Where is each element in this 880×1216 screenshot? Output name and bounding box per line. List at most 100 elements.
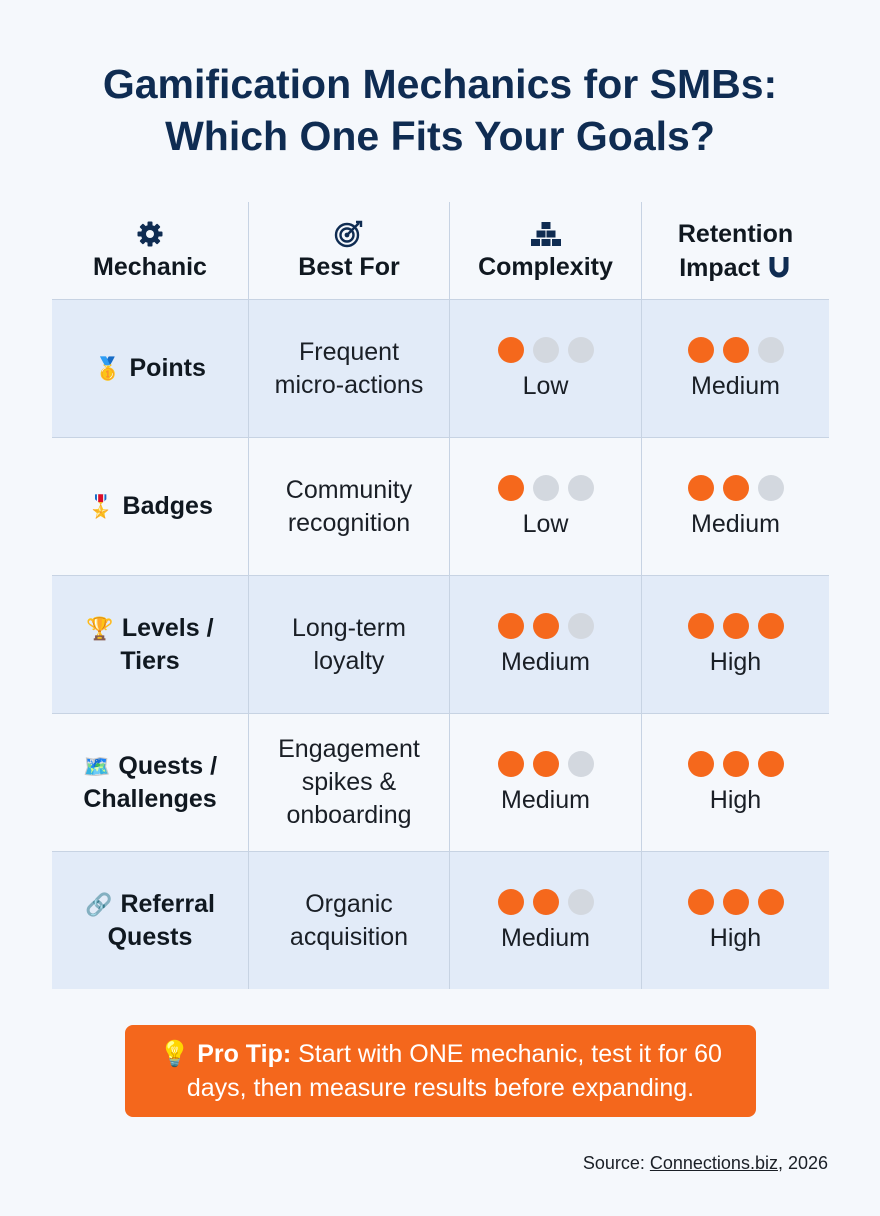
- rating-dot-filled: [532, 888, 559, 915]
- retention-cell: Medium: [642, 300, 829, 437]
- rating-dot-empty: [567, 336, 594, 363]
- rating-dot-filled: [757, 750, 784, 777]
- retention-dots: [687, 888, 784, 915]
- complexity-dots: [497, 612, 594, 639]
- header-complexity-label: Complexity: [478, 252, 613, 281]
- mechanic-name: 🗺️Quests /Challenges: [83, 750, 217, 816]
- mechanic-name: 🎖️Badges: [87, 490, 213, 523]
- retention-cell: High: [642, 576, 829, 713]
- complexity-dots: [497, 750, 594, 777]
- title-line-1: Gamification Mechanics for SMBs:: [102, 61, 778, 107]
- complexity-level: Medium: [501, 923, 590, 952]
- header-best-for-label: Best For: [298, 252, 400, 281]
- rating-dot-filled: [722, 336, 749, 363]
- rating-dot-empty: [567, 888, 594, 915]
- best-for-cell: Organic acquisition: [249, 852, 450, 989]
- lightbulb-icon: 💡: [159, 1040, 191, 1068]
- rating-dot-empty: [567, 474, 594, 501]
- complexity-dots: [497, 336, 594, 363]
- mechanic-name-line: Quests /: [118, 751, 218, 780]
- comparison-table: Mechanic Best For: [52, 202, 829, 989]
- rating-dot-filled: [722, 612, 749, 639]
- rating-dot-filled: [532, 612, 559, 639]
- source-suffix: , 2026: [777, 1153, 828, 1173]
- pro-tip-banner: 💡 Pro Tip: Start with ONE mechanic, test…: [125, 1025, 756, 1117]
- retention-cell: Medium: [642, 438, 829, 575]
- mechanic-name: 🏆Levels /Tiers: [86, 612, 213, 678]
- rating-dot-filled: [757, 612, 784, 639]
- retention-dots: [687, 474, 784, 501]
- complexity-dots: [497, 474, 594, 501]
- header-retention-line-2: Impact: [679, 253, 760, 282]
- source-link[interactable]: Connections.biz: [649, 1153, 778, 1173]
- blocks-icon: [529, 218, 563, 248]
- rating-dot-filled: [687, 888, 714, 915]
- complexity-level: Medium: [501, 785, 590, 814]
- magnet-icon: [766, 255, 792, 281]
- mechanic-name-first: 🔗Referral: [85, 888, 215, 921]
- rating-dot-empty: [757, 474, 784, 501]
- rating-dot-filled: [532, 750, 559, 777]
- rating-dot-filled: [722, 888, 749, 915]
- best-for-line: Long-term: [292, 613, 406, 642]
- best-for-line: spikes &: [301, 768, 397, 796]
- mechanic-cell: 🎖️Badges: [52, 438, 249, 575]
- mechanic-emoji-icon: 🔗: [85, 891, 113, 917]
- rating-dot-filled: [497, 474, 524, 501]
- rating-dot-filled: [687, 474, 714, 501]
- best-for-line: Frequent: [298, 337, 400, 366]
- mechanic-name-line: Points: [129, 354, 206, 382]
- rating-dot-filled: [722, 750, 749, 777]
- mechanic-name-line: Tiers: [120, 646, 180, 675]
- complexity-level: Medium: [501, 647, 590, 676]
- best-for-line: Organic: [305, 889, 393, 918]
- mechanic-name-first: 🗺️Quests /: [83, 750, 217, 783]
- complexity-cell: Medium: [450, 852, 642, 989]
- retention-cell: High: [642, 714, 829, 851]
- retention-dots: [687, 750, 784, 777]
- complexity-cell: Medium: [450, 576, 642, 713]
- header-retention-line-1: Retention: [677, 219, 794, 248]
- header-complexity: Complexity: [450, 202, 642, 299]
- mechanic-name: 🥇 Points: [94, 352, 206, 385]
- page-title: Gamification Mechanics for SMBs: Which O…: [0, 58, 880, 162]
- rating-dot-filled: [687, 336, 714, 363]
- mechanic-name-line: Quests: [107, 922, 193, 951]
- rating-dot-filled: [497, 750, 524, 777]
- best-for-text: Organic acquisition: [290, 888, 408, 954]
- complexity-cell: Low: [450, 300, 642, 437]
- mechanic-cell: 🏆Levels /Tiers: [52, 576, 249, 713]
- retention-level: High: [709, 785, 762, 814]
- mechanic-cell: 🗺️Quests /Challenges: [52, 714, 249, 851]
- best-for-line: Engagement: [278, 735, 420, 763]
- retention-level: High: [709, 647, 762, 676]
- complexity-cell: Medium: [450, 714, 642, 851]
- mechanic-name-line: Challenges: [83, 784, 217, 813]
- rating-dot-empty: [532, 336, 559, 363]
- mechanic-emoji-icon: 🥇: [94, 356, 122, 381]
- rating-dot-empty: [757, 336, 784, 363]
- rating-dot-filled: [497, 612, 524, 639]
- rating-dot-filled: [757, 888, 784, 915]
- target-icon: [334, 218, 364, 248]
- best-for-line: acquisition: [289, 922, 409, 951]
- rating-dot-filled: [687, 750, 714, 777]
- mechanic-name-line: Levels /: [121, 613, 214, 642]
- rating-dot-filled: [497, 888, 524, 915]
- retention-cell: High: [642, 852, 829, 989]
- header-best-for: Best For: [249, 202, 450, 299]
- retention-level: Medium: [691, 371, 780, 400]
- gear-icon: [136, 218, 164, 248]
